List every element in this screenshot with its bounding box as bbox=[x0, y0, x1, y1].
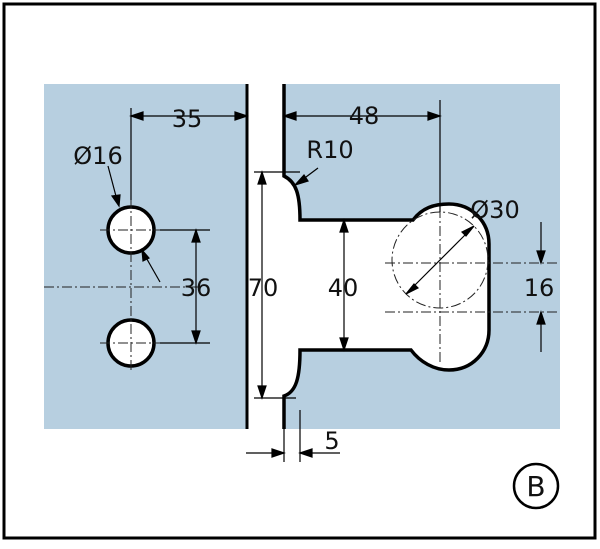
dim-corner-radius: R10 bbox=[306, 136, 353, 164]
dim-slot-offset: 16 bbox=[524, 274, 555, 302]
dim-slot-diameter: Ø30 bbox=[470, 196, 519, 224]
right-glass-panel bbox=[284, 84, 560, 429]
dim-hole-spacing: 36 bbox=[181, 274, 212, 302]
variant-label: B bbox=[526, 470, 545, 503]
dim-overall-height: 70 bbox=[248, 274, 279, 302]
dim-slot-height: 40 bbox=[328, 274, 359, 302]
dim-gap: 5 bbox=[324, 427, 339, 455]
variant-badge bbox=[512, 462, 560, 510]
cutout-outline bbox=[282, 84, 491, 429]
dim-left-width: 35 bbox=[172, 105, 203, 133]
dimension-lines bbox=[107, 100, 546, 462]
dim-left-hole-diameter: Ø16 bbox=[73, 142, 122, 170]
dim-right-width: 48 bbox=[349, 102, 380, 130]
